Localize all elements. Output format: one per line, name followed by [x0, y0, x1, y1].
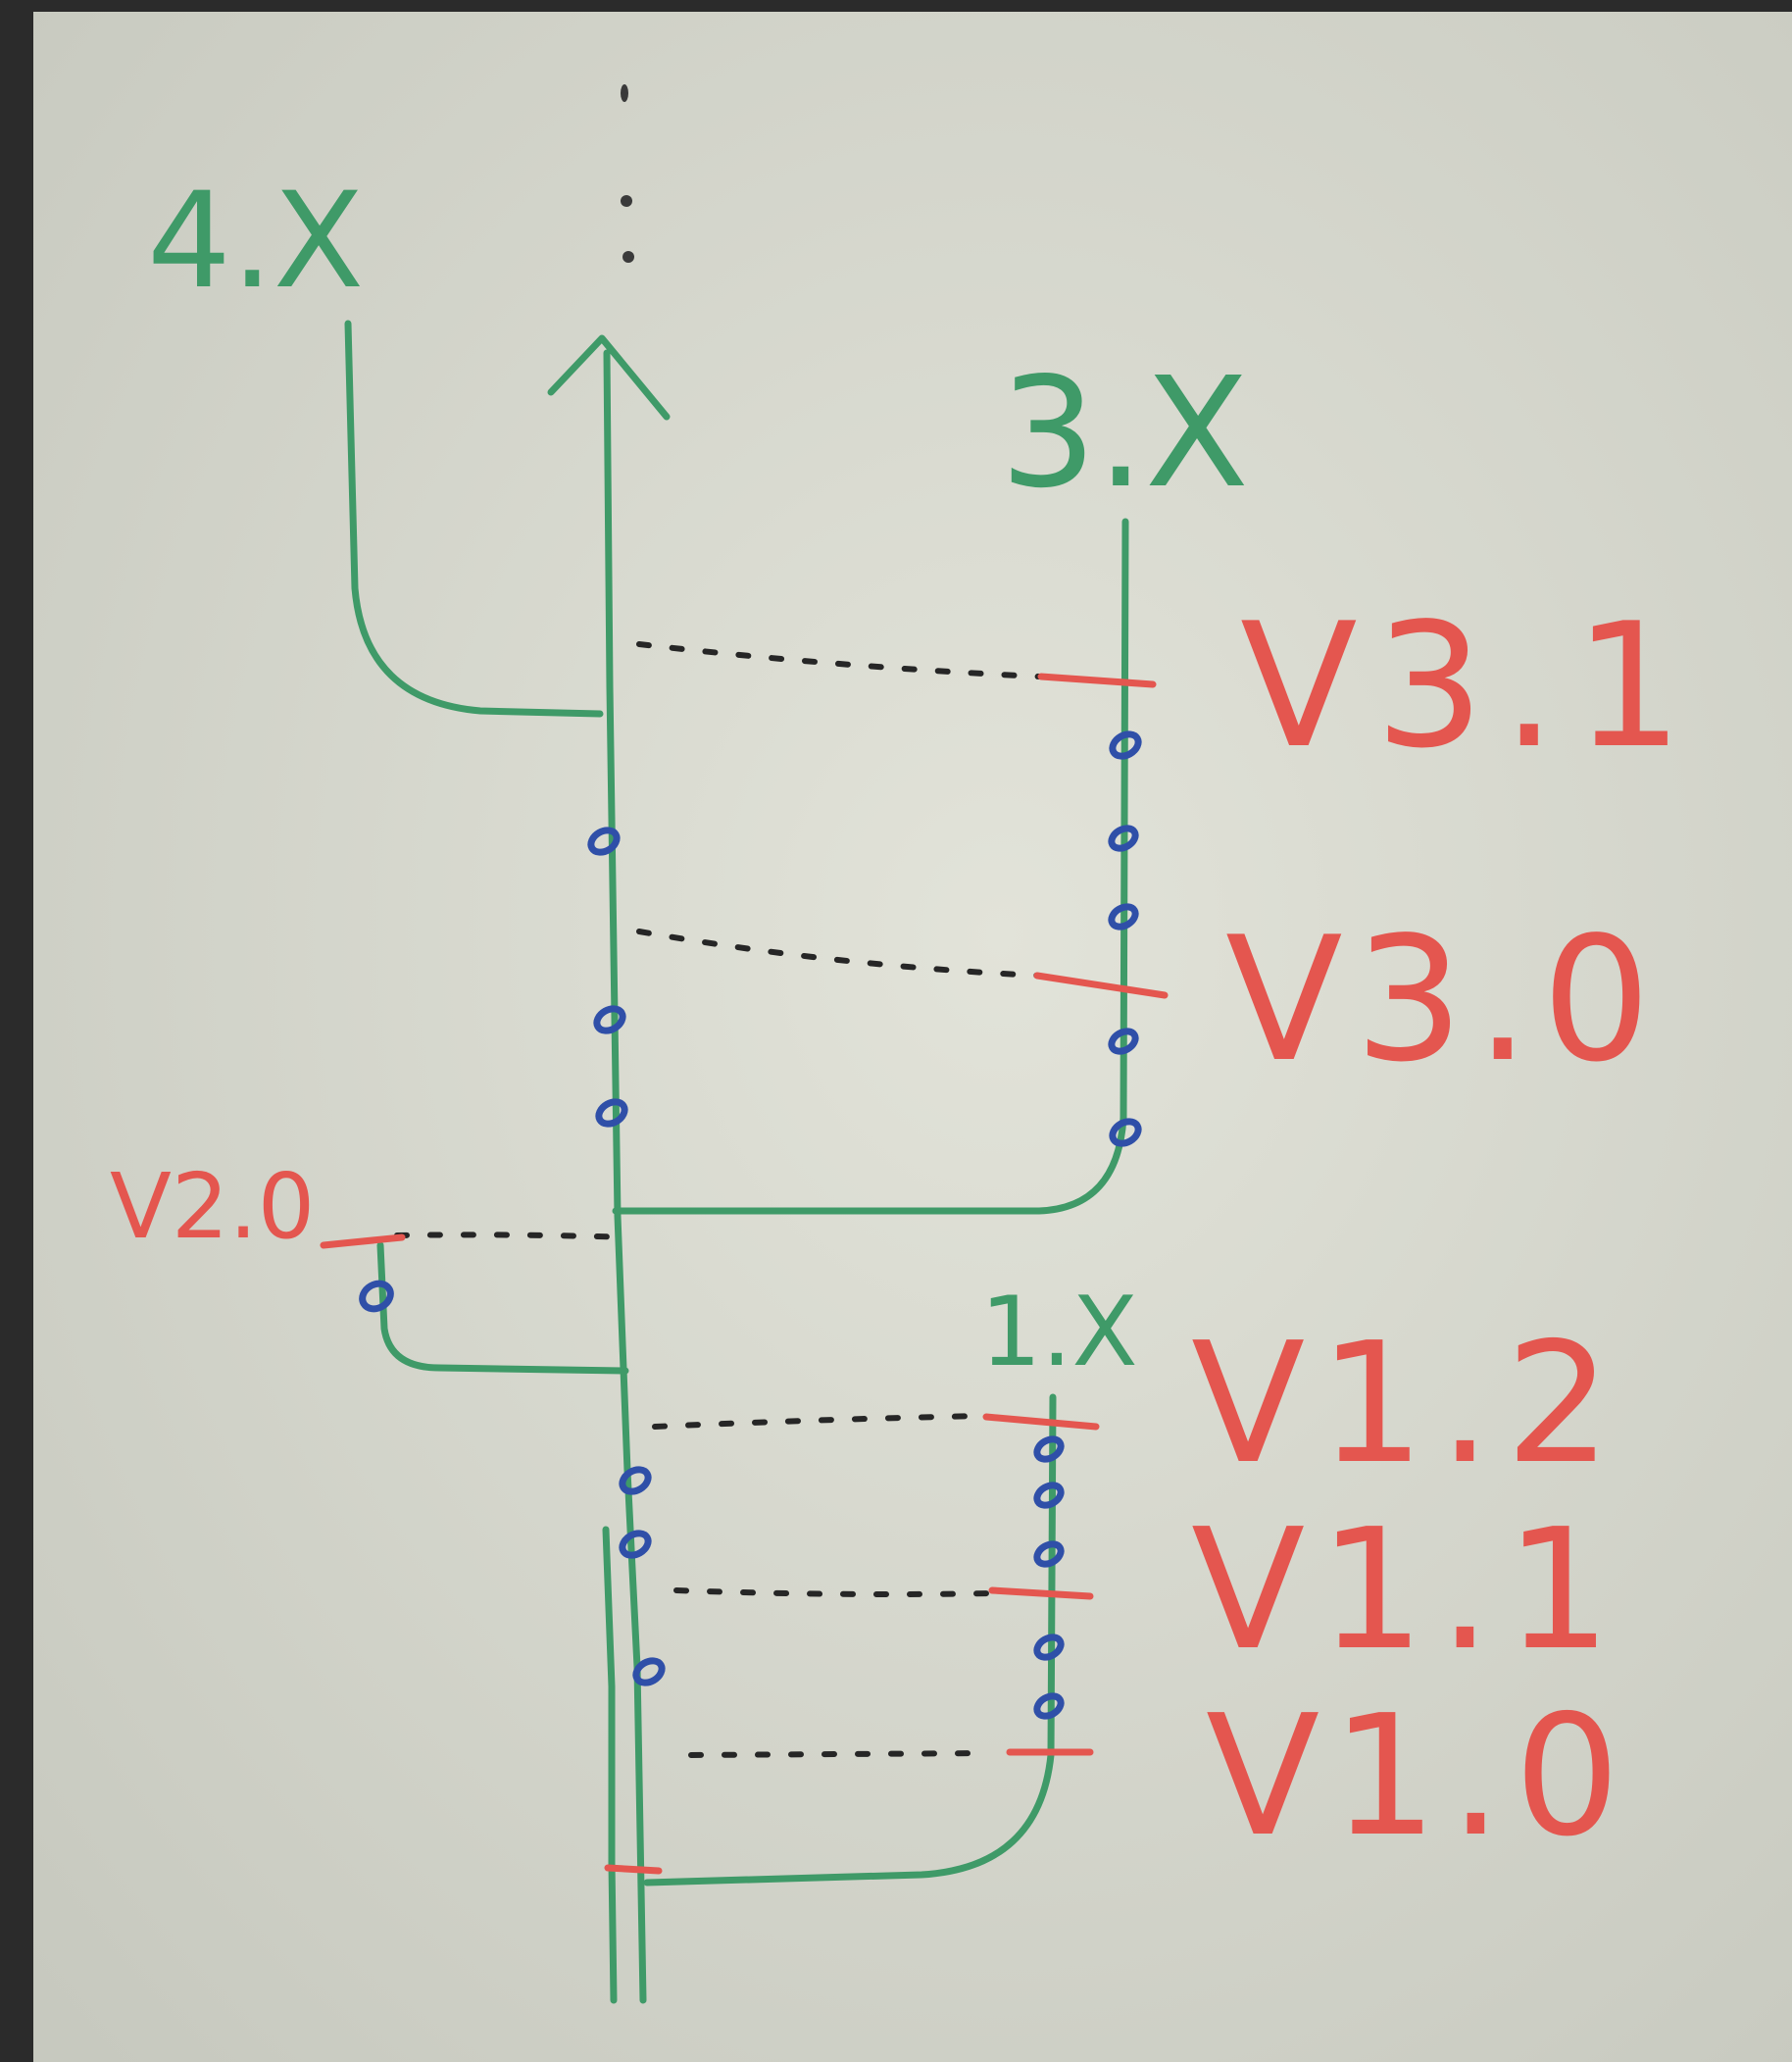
- main-branch-arrow: [547, 334, 671, 421]
- commit-dot: [632, 1657, 666, 1686]
- commit-dot: [587, 827, 621, 856]
- commit-dot: [1033, 1540, 1065, 1568]
- commit-dot: [1108, 903, 1139, 930]
- commit-dot: [1108, 825, 1139, 852]
- branch-1x-line: [643, 1393, 1057, 1886]
- branch-label-4x: 4.X: [147, 164, 364, 318]
- version-label-v10: V1.0: [1206, 1680, 1632, 1874]
- sync-line-v11: [673, 1587, 993, 1597]
- commit-dot: [1033, 1634, 1065, 1661]
- commit-dot: [359, 1280, 394, 1313]
- version-label-v11: V1.1: [1191, 1493, 1625, 1687]
- version-tick-v12: [982, 1413, 1100, 1431]
- version-label-v12: V1.2: [1191, 1307, 1625, 1501]
- branch-4x-line: [344, 320, 604, 718]
- commit-dot: [619, 1466, 652, 1495]
- version-tick-main: [604, 1864, 663, 1875]
- version-label-v30: V3.0: [1225, 901, 1663, 1100]
- branch-2-line: [376, 1241, 629, 1375]
- sync-line-v12: [652, 1413, 988, 1430]
- branch-label-3x: 3.X: [1000, 344, 1249, 522]
- branch-3x-line: [612, 518, 1129, 1215]
- main-branch-line-upper: [603, 349, 647, 2004]
- version-tick-v11: [988, 1586, 1094, 1600]
- main-branch-line: [602, 1526, 618, 2004]
- sync-line-v31: [636, 641, 1042, 679]
- sync-line-v20: [394, 1232, 632, 1240]
- commit-dot: [1108, 1028, 1139, 1055]
- version-label-v31: V3.1: [1240, 587, 1701, 786]
- version-tick-v20: [320, 1233, 406, 1249]
- commit-dot: [1033, 1692, 1065, 1720]
- whiteboard-surface: [33, 12, 1792, 2062]
- commit-dot: [593, 1005, 626, 1034]
- version-tick-v30: [1033, 972, 1169, 999]
- version-label-v20: V2.0: [110, 1154, 315, 1259]
- sync-line-v30: [636, 929, 1042, 979]
- commit-dot: [595, 1098, 628, 1128]
- commit-dot: [619, 1530, 652, 1559]
- commit-dot: [1033, 1482, 1065, 1509]
- continuation-dots: [621, 84, 634, 263]
- commit-dot: [1109, 730, 1142, 760]
- commit-dot: [1109, 1118, 1142, 1147]
- version-tick-v31: [1037, 673, 1157, 688]
- commit-dot: [1033, 1435, 1065, 1463]
- branch-label-1x: 1.X: [980, 1277, 1138, 1388]
